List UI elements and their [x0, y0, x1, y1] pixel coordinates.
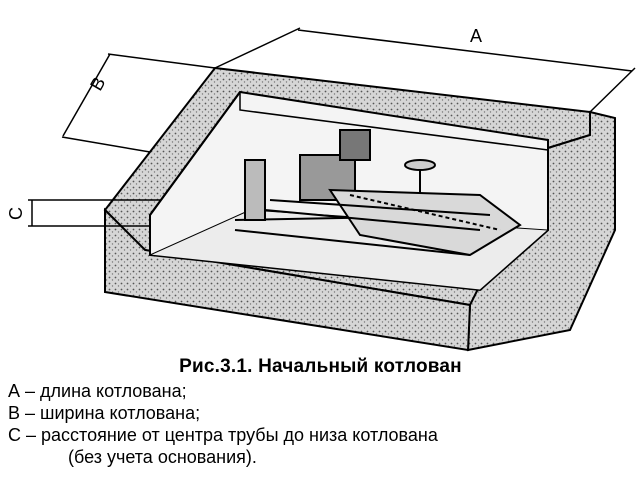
legend-item-c-continued-text: (без учета основания).: [68, 447, 257, 467]
dimension-b: [61, 53, 216, 153]
pit-back-wall-edge: [239, 92, 549, 151]
pit-left-wall-edge: [149, 91, 241, 255]
dimension-c-label: C: [6, 207, 26, 220]
legend: А – длина котлована; В – ширина котлован…: [8, 380, 638, 468]
dimension-c: [28, 199, 160, 227]
dimension-a-label: A: [470, 26, 482, 46]
dimension-a: [214, 27, 636, 113]
legend-item-a: А – длина котлована;: [8, 381, 187, 401]
legend-item-c-continued: (без учета основания).: [8, 446, 638, 468]
legend-item-c: С – расстояние от центра трубы до низа к…: [8, 425, 438, 445]
figure-caption: Рис.3.1. Начальный котлован: [179, 356, 462, 377]
soil-front-side: [104, 207, 472, 352]
pipe-laying-machine: [234, 129, 522, 257]
excavation-pit-diagram: A B C: [6, 26, 636, 352]
legend-item-b: В – ширина котлована;: [8, 403, 201, 423]
